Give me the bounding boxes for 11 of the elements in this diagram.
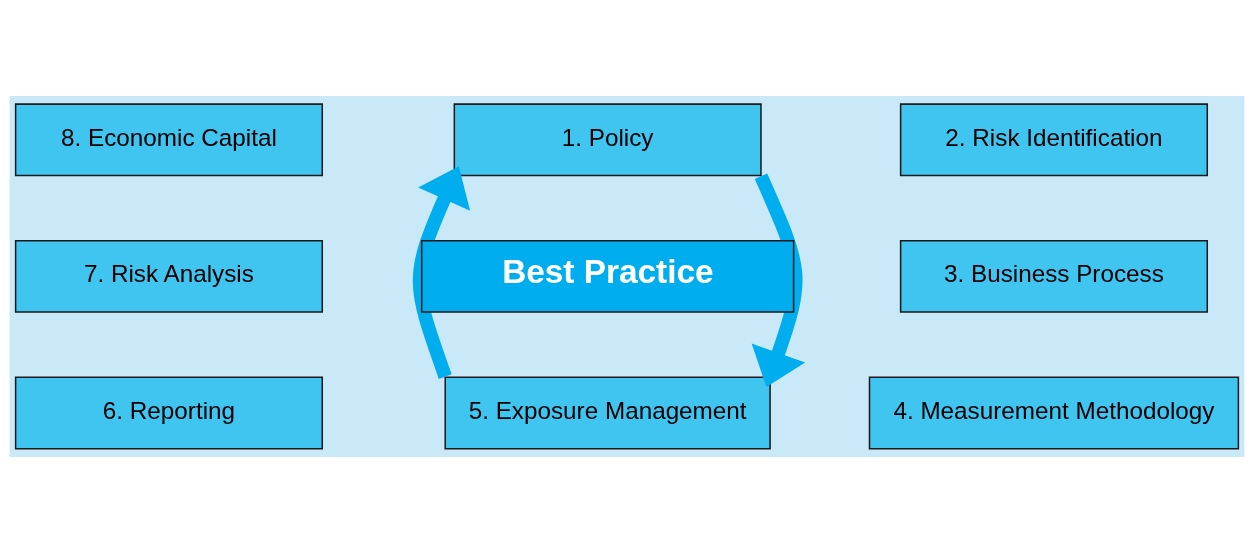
node-box: 1. Policy [453, 103, 762, 177]
node-box: 6. Reporting [14, 376, 323, 450]
arrow [412, 166, 471, 379]
node-box: 3. Business Process [899, 240, 1208, 313]
node-box: 4. Measurement Methodology [868, 376, 1240, 450]
node-box: Best Practice [420, 240, 795, 313]
node-box: 8. Economic Capital [14, 103, 323, 177]
node-box: 5. Exposure Management [444, 376, 771, 450]
node-box: 2. Risk Identification [899, 103, 1208, 177]
node-box: 7. Risk Analysis [14, 240, 323, 313]
arrow [751, 173, 806, 387]
